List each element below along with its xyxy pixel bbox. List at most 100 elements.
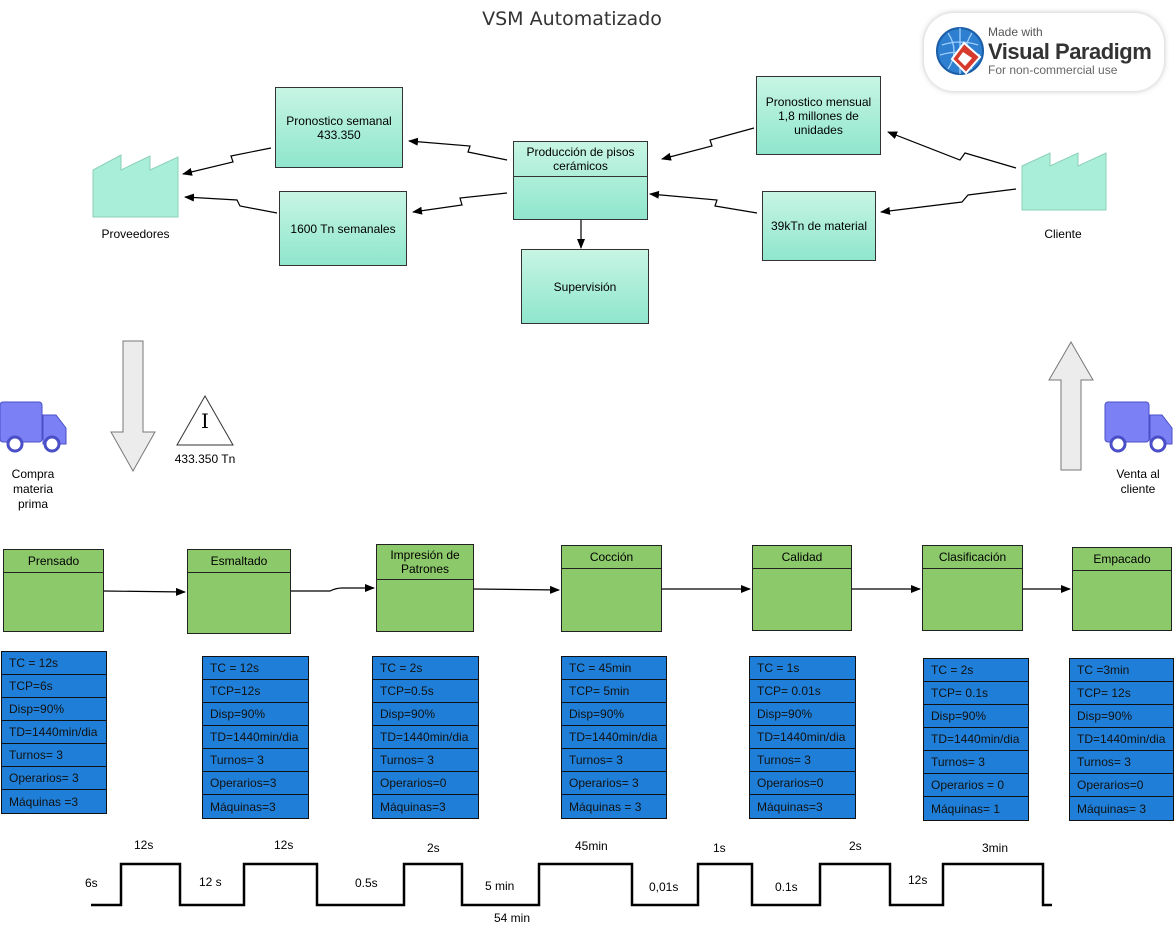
data-box-clasificacion: TC = 2s TCP= 0.1s Disp=90% TD=1440min/di… <box>923 658 1029 821</box>
push-arrow-up-icon <box>1048 341 1094 471</box>
timeline-low-label: 12 s <box>199 875 222 889</box>
data-row: TD=1440min/dia <box>1070 728 1173 751</box>
tn-semanales-box: 1600 Tn semanales <box>279 191 407 266</box>
proveedores-label: Proveedores <box>101 227 170 241</box>
data-row: Disp=90% <box>924 705 1028 728</box>
data-row: Turnos= 3 <box>924 751 1028 774</box>
data-box-esmaltado: TC = 12s TCP=12s Disp=90% TD=1440min/dia… <box>202 656 309 819</box>
data-row: Máquinas= 3 <box>1077 801 1147 816</box>
timeline-low-label: 0.5s <box>355 876 378 890</box>
data-row: Máquinas = 3 <box>569 799 642 814</box>
timeline-low-label: 5 min <box>485 879 515 893</box>
timeline-low-label: 0,01s <box>649 880 679 894</box>
data-box-calidad: TC = 1s TCP= 0.01s Disp=90% TD=1440min/d… <box>749 656 856 819</box>
timeline-high-label: 3min <box>982 841 1009 855</box>
production-control-label: Producción de pisos cerámicos <box>514 142 647 177</box>
process-name: Esmaltado <box>188 550 290 573</box>
data-row: TD=1440min/dia <box>750 726 855 749</box>
data-row: Operarios=3 <box>203 772 308 795</box>
data-row: TD=1440min/dia <box>2 721 106 744</box>
badge-note: For non-commercial use <box>988 63 1118 77</box>
info-arrow-cliente-to-material <box>880 188 1017 215</box>
data-row: Operarios=0 <box>373 772 478 795</box>
push-arrow-down-icon <box>110 340 156 473</box>
inventory-symbol: I <box>201 409 209 433</box>
flow-arrow-1 <box>103 587 186 596</box>
data-row: TD=1440min/dia <box>203 726 308 749</box>
diagram-title: VSM Automatizado <box>482 8 662 30</box>
material-box: 39kTn de material <box>762 191 876 261</box>
data-row: Máquinas=3 <box>757 799 823 814</box>
process-name: Empacado <box>1073 548 1171 571</box>
data-row: TCP= 5min <box>562 680 666 703</box>
process-clasificacion: Clasificación <box>922 545 1023 631</box>
inventory-label: 433.350 Tn <box>174 452 236 466</box>
process-calidad: Calidad <box>752 545 852 631</box>
pronostico-mensual-box: Pronostico mensual 1,8 millones de unida… <box>756 76 881 155</box>
data-row: TC = 12s <box>2 652 106 675</box>
timeline-high-label: 2s <box>849 839 862 853</box>
info-arrow-pronostico-to-proveedores <box>182 147 272 176</box>
timeline-high-label: 12s <box>134 838 154 852</box>
inventory-triangle-icon <box>176 394 234 446</box>
data-row: Turnos= 3 <box>1070 751 1173 774</box>
info-arrow-tn-to-proveedores <box>184 193 278 214</box>
data-row: Turnos= 3 <box>2 744 106 767</box>
info-arrow-prod-to-tn <box>412 192 508 215</box>
venta-label: Venta al cliente <box>1116 467 1160 496</box>
timeline-low-label: 12s <box>908 873 928 887</box>
data-row: Turnos= 3 <box>373 749 478 772</box>
timeline-ladder <box>91 862 1052 907</box>
data-box-prensado: TC = 12s TCP=6s Disp=90% TD=1440min/dia … <box>1 651 107 814</box>
flow-arrow-2 <box>291 584 375 592</box>
data-row: TC =3min <box>1070 659 1173 682</box>
data-row: Turnos= 3 <box>203 749 308 772</box>
data-row: TD=1440min/dia <box>924 728 1028 751</box>
process-name: Prensado <box>4 550 103 573</box>
badge-made-with: Made with <box>988 25 1043 39</box>
data-row: TC = 2s <box>373 657 478 680</box>
supervision-box: Supervisión <box>521 249 649 324</box>
made-with-badge: Made with Visual Paradigm For non-commer… <box>924 13 1164 91</box>
data-row: TC = 45min <box>562 657 666 680</box>
data-row: TCP=6s <box>2 675 106 698</box>
data-row: TCP=0.5s <box>373 680 478 703</box>
info-arrow-mensual-to-prod <box>661 127 755 161</box>
data-row: TCP= 0.1s <box>924 682 1028 705</box>
data-row: TCP=12s <box>203 680 308 703</box>
process-prensado: Prensado <box>3 549 104 632</box>
data-box-impresion: TC = 2s TCP=0.5s Disp=90% TD=1440min/dia… <box>372 656 479 819</box>
data-row: Disp=90% <box>1070 705 1173 728</box>
cliente-factory-icon <box>1021 152 1107 211</box>
timeline-high-label: 45min <box>575 839 608 853</box>
visual-paradigm-logo-icon <box>936 27 984 75</box>
truck-right-icon <box>1104 401 1173 453</box>
compra-label: Compra materia prima <box>11 467 55 511</box>
info-arrow-material-to-prod <box>649 190 758 214</box>
data-row: Operarios=0 <box>1070 774 1173 797</box>
data-row: Disp=90% <box>2 698 106 721</box>
data-row: Máquinas=3 <box>380 799 446 814</box>
timeline-high-label: 1s <box>713 841 726 855</box>
data-row: TD=1440min/dia <box>562 726 666 749</box>
data-row: Máquinas=3 <box>210 799 276 814</box>
process-name: Impresión de Patrones <box>377 545 473 580</box>
data-row: Disp=90% <box>562 703 666 726</box>
data-row: TD=1440min/dia <box>373 726 478 749</box>
production-control-box: Producción de pisos cerámicos <box>513 141 648 220</box>
truck-left-icon <box>0 401 67 453</box>
info-arrow-cliente-to-mensual <box>887 131 1017 169</box>
data-row: Disp=90% <box>203 703 308 726</box>
proveedores-factory-icon <box>92 154 179 218</box>
data-row: Máquinas =3 <box>9 794 79 809</box>
pronostico-semanal-box: Pronostico semanal 433.350 <box>275 87 403 168</box>
process-name: Cocción <box>562 546 661 569</box>
data-row: Turnos= 3 <box>562 749 666 772</box>
process-name: Calidad <box>753 546 851 569</box>
data-row: TCP= 12s <box>1070 682 1173 705</box>
data-row: Máquinas= 1 <box>931 801 1001 816</box>
timeline-low-label: 6s <box>85 876 98 890</box>
process-coccion: Cocción <box>561 545 662 632</box>
timeline-high-label: 12s <box>274 838 294 852</box>
